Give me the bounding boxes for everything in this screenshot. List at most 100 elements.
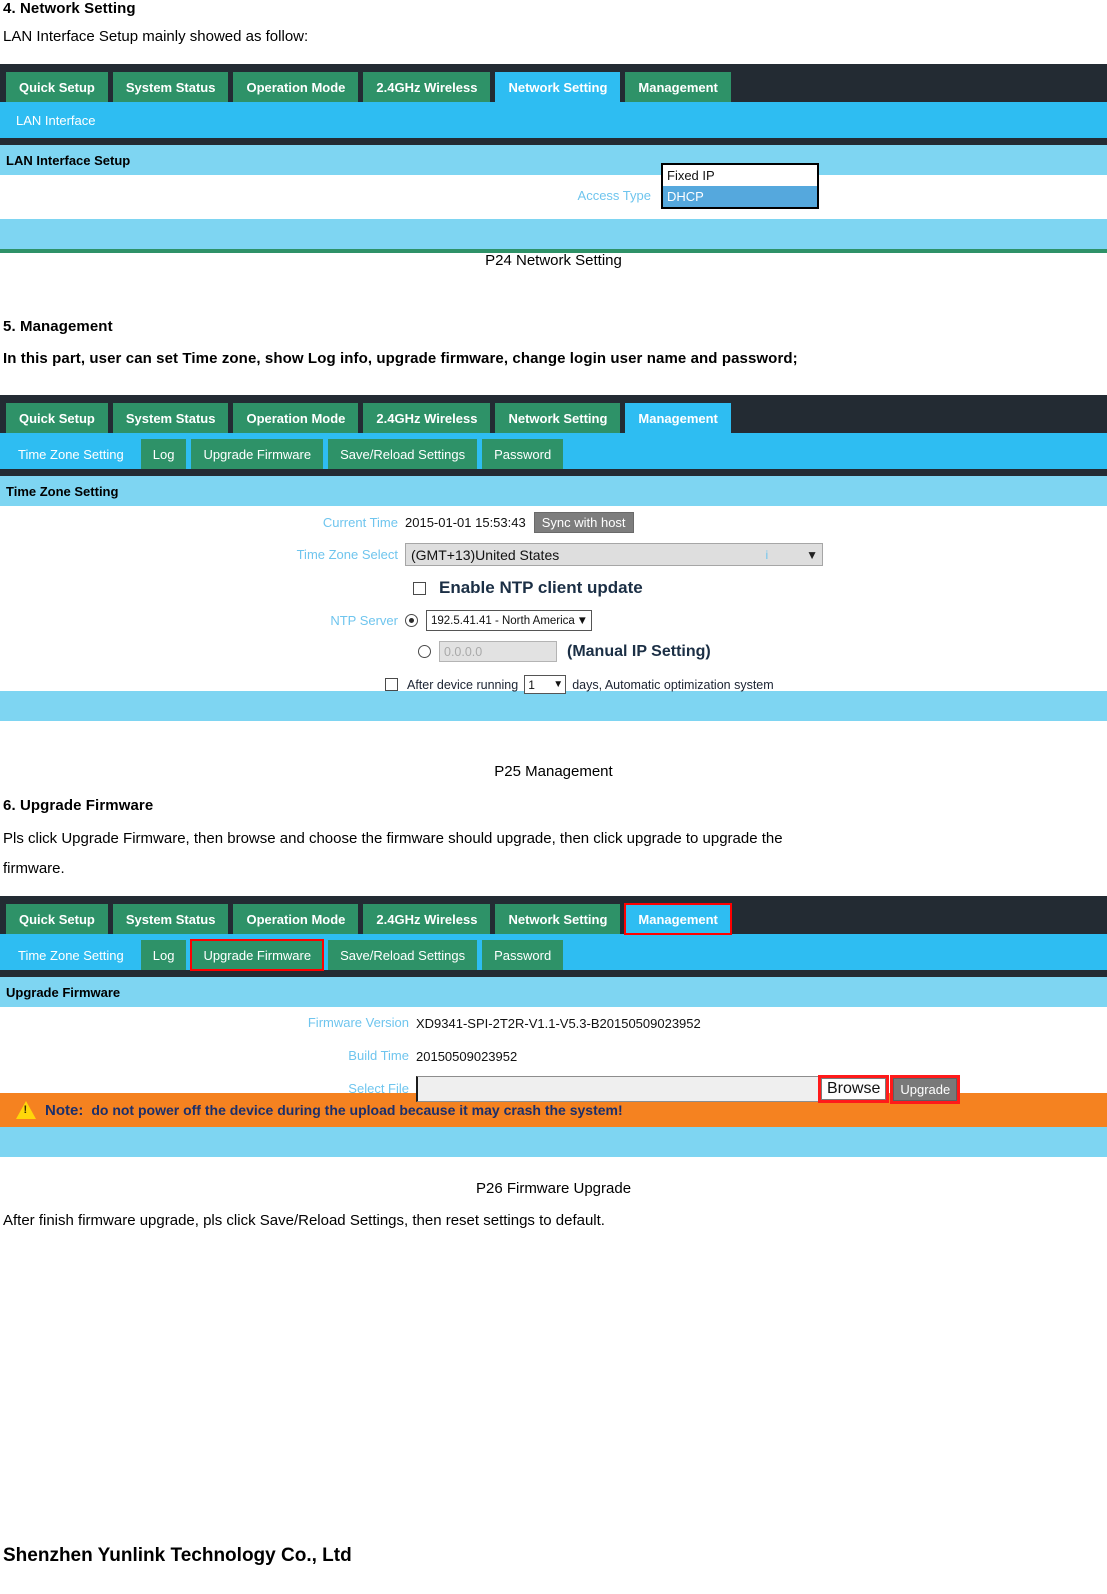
main-navbar: Quick Setup System Status Operation Mode… [0, 395, 1107, 433]
nav-tab-operation-mode[interactable]: Operation Mode [233, 904, 359, 934]
ntp-server-label: NTP Server [330, 612, 398, 628]
ntp-server-manual-radio[interactable] [418, 645, 431, 658]
section-title-lan-interface-setup: LAN Interface Setup [0, 145, 1107, 175]
ntp-server-preset-radio[interactable] [405, 614, 418, 627]
sub-tab-save-reload-settings[interactable]: Save/Reload Settings [328, 439, 478, 469]
sub-tab-log[interactable]: Log [140, 439, 187, 469]
nav-tab-label: Operation Mode [246, 410, 346, 426]
nav-tab-quick-setup[interactable]: Quick Setup [6, 403, 108, 433]
nav-tab-24ghz-wireless[interactable]: 2.4GHz Wireless [363, 72, 491, 102]
router-panel-network-setting: Quick Setup System Status Operation Mode… [0, 64, 1107, 253]
build-time-label: Build Time [348, 1048, 409, 1063]
chevron-down-icon: ▼ [553, 679, 564, 690]
browse-button[interactable]: Browse [817, 1075, 890, 1103]
auto-optimization-days-select[interactable]: 1 ▼ [524, 675, 567, 694]
upgrade-button[interactable]: Upgrade [890, 1074, 961, 1104]
sub-tab-time-zone-setting[interactable]: Time Zone Setting [6, 940, 136, 970]
sub-tab-password[interactable]: Password [482, 940, 564, 970]
enable-ntp-label: Enable NTP client update [439, 578, 643, 597]
caption-p26: P26 Firmware Upgrade [475, 1180, 632, 1197]
nav-tab-network-setting[interactable]: Network Setting [495, 904, 621, 934]
dropdown-option-dhcp[interactable]: DHCP [663, 186, 817, 207]
sub-tab-label: Time Zone Setting [18, 446, 124, 462]
nav-tab-label: System Status [125, 911, 216, 927]
sub-tab-label: Log [152, 947, 175, 963]
build-time-value: 20150509023952 [416, 1048, 518, 1064]
nav-tab-label: Management [638, 911, 718, 927]
warning-triangle-icon [16, 1101, 36, 1119]
sub-tab-label: Upgrade Firmware [203, 446, 312, 462]
nav-tab-24ghz-wireless[interactable]: 2.4GHz Wireless [363, 403, 491, 433]
sub-tab-password[interactable]: Password [482, 439, 564, 469]
sync-with-host-button[interactable]: Sync with host [533, 512, 634, 533]
row-manual-ip: 0.0.0.0 (Manual IP Setting) [418, 641, 711, 662]
nav-tab-system-status[interactable]: System Status [112, 904, 229, 934]
access-type-dropdown-open[interactable]: Fixed IP DHCP [661, 163, 819, 209]
sub-tab-label: Log [152, 446, 175, 462]
nav-tab-label: Operation Mode [246, 79, 346, 95]
row-current-time: Current Time 2015-01-01 15:53:43 Sync wi… [0, 512, 1107, 533]
ntp-server-select[interactable]: 192.5.41.41 - North America ▼ [426, 610, 592, 631]
sub-tab-upgrade-firmware[interactable]: Upgrade Firmware [190, 939, 325, 971]
nav-tab-management[interactable]: Management [625, 72, 731, 102]
divider-dark [0, 970, 1107, 977]
note-text: do not power off the device during the u… [91, 1102, 623, 1118]
page-footer: Shenzhen Yunlink Technology Co., Ltd [3, 1545, 352, 1566]
time-zone-select-value: (GMT+13)United States [411, 546, 560, 563]
closing-text: After finish firmware upgrade, pls click… [3, 1212, 605, 1229]
nav-tab-quick-setup[interactable]: Quick Setup [6, 904, 108, 934]
sub-tab-upgrade-firmware[interactable]: Upgrade Firmware [191, 439, 324, 469]
dropdown-option-fixed-ip[interactable]: Fixed IP [667, 168, 715, 183]
time-zone-select-label: Time Zone Select [296, 546, 398, 562]
time-zone-form-area: Current Time 2015-01-01 15:53:43 Sync wi… [0, 506, 1107, 694]
nav-tab-operation-mode[interactable]: Operation Mode [233, 72, 359, 102]
select-file-input[interactable] [416, 1076, 820, 1102]
nav-tab-label: System Status [125, 410, 216, 426]
panel-footer-bar [0, 691, 1107, 721]
current-time-label: Current Time [322, 514, 398, 530]
nav-tab-management[interactable]: Management [624, 903, 732, 935]
chevron-down-icon: ▼ [576, 614, 588, 627]
section-title-upgrade-firmware: Upgrade Firmware [0, 977, 1107, 1007]
nav-tab-label: Quick Setup [19, 79, 95, 95]
nav-tab-management[interactable]: Management [625, 403, 731, 433]
subnav-item-lan-interface[interactable]: LAN Interface [16, 112, 96, 128]
time-zone-select-dropdown[interactable]: (GMT+13)United States i ▼ [405, 543, 823, 566]
enable-ntp-checkbox[interactable] [413, 581, 426, 595]
nav-tab-quick-setup[interactable]: Quick Setup [6, 72, 108, 102]
nav-tab-system-status[interactable]: System Status [112, 72, 229, 102]
sub-tab-label: Save/Reload Settings [340, 947, 466, 963]
nav-tab-network-setting[interactable]: Network Setting [495, 403, 621, 433]
sub-tab-log[interactable]: Log [140, 940, 187, 970]
section-6-text-line1: Pls click Upgrade Firmware, then browse … [3, 830, 783, 847]
sub-tab-time-zone-setting[interactable]: Time Zone Setting [6, 439, 136, 469]
row-select-file: Select File Browse Upgrade [0, 1074, 1107, 1104]
nav-tab-label: 2.4GHz Wireless [376, 79, 478, 95]
nav-tab-label: Network Setting [508, 79, 608, 95]
nav-tab-label: Network Setting [508, 911, 608, 927]
section-6-text-line2: firmware. [3, 860, 65, 877]
manual-ip-input[interactable]: 0.0.0.0 [439, 641, 557, 662]
sub-tab-label: Save/Reload Settings [340, 446, 466, 462]
nav-tab-24ghz-wireless[interactable]: 2.4GHz Wireless [363, 904, 491, 934]
management-subnav: Time Zone Setting Log Upgrade Firmware S… [0, 433, 1107, 469]
main-navbar: Quick Setup System Status Operation Mode… [0, 896, 1107, 935]
router-panel-management: Quick Setup System Status Operation Mode… [0, 395, 1107, 721]
section-5-text: In this part, user can set Time zone, sh… [3, 350, 798, 367]
nav-tab-network-setting[interactable]: Network Setting [495, 72, 621, 102]
section-4-text: LAN Interface Setup mainly showed as fol… [3, 28, 309, 45]
nav-tab-label: 2.4GHz Wireless [376, 410, 478, 426]
nav-tab-system-status[interactable]: System Status [112, 403, 229, 433]
nav-tab-label: Management [638, 79, 718, 95]
section-title-time-zone-setting: Time Zone Setting [0, 476, 1107, 506]
nav-tab-label: Network Setting [508, 410, 608, 426]
chevron-down-icon: ▼ [806, 547, 818, 562]
row-build-time: Build Time 20150509023952 [0, 1047, 1107, 1065]
router-panel-upgrade-firmware: Quick Setup System Status Operation Mode… [0, 896, 1107, 1157]
nav-tab-label: 2.4GHz Wireless [376, 911, 478, 927]
nav-tab-operation-mode[interactable]: Operation Mode [233, 403, 359, 433]
sub-tab-save-reload-settings[interactable]: Save/Reload Settings [328, 940, 478, 970]
auto-optimization-checkbox[interactable] [385, 678, 398, 691]
nav-tab-label: Operation Mode [246, 911, 346, 927]
panel-bottom-green-rule [0, 249, 1107, 253]
